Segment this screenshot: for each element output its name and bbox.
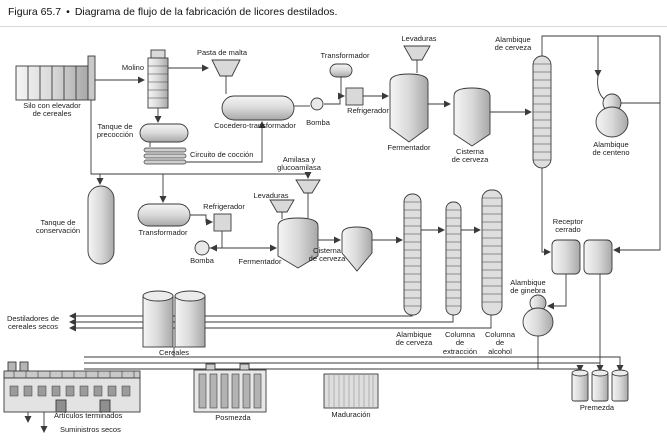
grain-elevator (87, 55, 96, 101)
cooler-1 (345, 87, 364, 106)
label-fermenter-2: Fermentador (238, 257, 282, 266)
pump-2 (194, 240, 210, 256)
label-beer-still-1: Alambique de cerveza (494, 35, 532, 53)
label-beer-still-2: Alambique de cerveza (395, 330, 433, 348)
precook-tank (139, 123, 189, 143)
label-dry-grain-distillers: Destiladores de cereales secos (6, 314, 60, 332)
label-beer-cistern-2: Cisterna de cerveza (308, 246, 346, 264)
warehouse-door (55, 399, 67, 413)
title-bullet: • (66, 6, 70, 18)
label-yeast-2: Levaduras (253, 191, 289, 200)
cooker-transformer-vessel (221, 95, 295, 121)
fermenter-1-vessel (389, 73, 429, 143)
label-beer-cistern-1: Cisterna de cerveza (451, 147, 489, 165)
label-gin-still: Alambique de ginebra (510, 278, 546, 296)
label-cooking-circuit: Circuito de cocción (190, 150, 254, 159)
label-grain-silo: Silo con elevador de cereales (23, 101, 81, 119)
title-divider (0, 26, 667, 27)
warehouse-windows (9, 385, 131, 397)
alcohol-column (481, 189, 503, 316)
label-alcohol-column: Columna de alcohol (484, 330, 515, 356)
label-cereals: Cereales (158, 348, 189, 357)
transformer-1-vessel (329, 63, 353, 78)
label-maturation: Maduración (331, 410, 371, 419)
label-yeast-1: Levaduras (401, 34, 437, 43)
grain-silo (15, 55, 96, 101)
label-pump-1: Bomba (306, 118, 330, 127)
closed-receiver (551, 239, 613, 275)
fermenter-2-vessel (277, 217, 319, 269)
label-conservation-tank: Tanque de conservación (35, 218, 81, 236)
warehouse-door (99, 399, 111, 413)
beer-cistern-1-vessel (453, 87, 491, 147)
postmix-plant (193, 363, 267, 413)
cooking-circuit-coil (143, 147, 187, 165)
cooler-2 (213, 213, 232, 232)
conservation-tank (87, 185, 115, 265)
label-closed-receiver: Receptor cerrado (552, 217, 584, 235)
malt-hopper (211, 59, 241, 77)
gin-still (522, 294, 554, 337)
label-premix: Premezda (579, 403, 615, 412)
flow-lines (24, 35, 661, 433)
label-transformer-2: Transformador (138, 228, 188, 237)
label-finished-goods: Artículos terminados (54, 411, 123, 420)
label-cooler-1: Refrigerador (347, 106, 389, 115)
beer-still-1 (532, 55, 552, 169)
label-precook-tank: Tanque de precocción (96, 122, 134, 140)
transformer-2-vessel (137, 203, 191, 227)
yeast-hopper-1 (403, 45, 431, 61)
postmix-tank-bank (198, 373, 262, 409)
beer-cistern-2-vessel (341, 226, 373, 272)
yeast-hopper-2 (269, 199, 295, 213)
label-cooker-transformer: Cocedero-transformador (214, 121, 296, 130)
label-mill: Molino (121, 63, 144, 72)
mill (147, 49, 169, 109)
label-transformer-1: Transformador (320, 51, 370, 60)
amylase-hopper (295, 179, 321, 194)
label-postmix: Posmezda (215, 413, 251, 422)
label-dry-supplies: Suministros secos (60, 425, 121, 434)
premix-tanks (571, 369, 629, 402)
label-cooler-2: Refrigerador (203, 202, 245, 211)
label-malt-paste: Pasta de malta (196, 48, 248, 57)
beer-still-2 (403, 193, 422, 316)
rye-still (595, 75, 629, 138)
label-extraction-column: Columna de extracción (442, 330, 478, 356)
label-pump-2: Bomba (190, 256, 214, 265)
cereals-tanks (142, 290, 206, 348)
label-fermenter-1: Fermentador (387, 143, 431, 152)
maturation-warehouse (323, 373, 379, 409)
figure-title: Figura 65.7 • Diagrama de flujo de la fabr… (8, 6, 337, 18)
figure-caption: Diagrama de flujo de la fabricación de l… (74, 6, 338, 18)
label-amylase: Amilasa y glucoamilasa (277, 155, 321, 173)
pump-1 (310, 97, 324, 111)
warehouse-chimney (7, 361, 17, 373)
figure-number: Figura 65.7 (8, 6, 62, 18)
extraction-column (445, 201, 462, 316)
warehouse-chimney (19, 361, 29, 373)
finished-goods-warehouse (3, 361, 141, 413)
label-rye-still: Alambique de centeno (592, 140, 630, 158)
